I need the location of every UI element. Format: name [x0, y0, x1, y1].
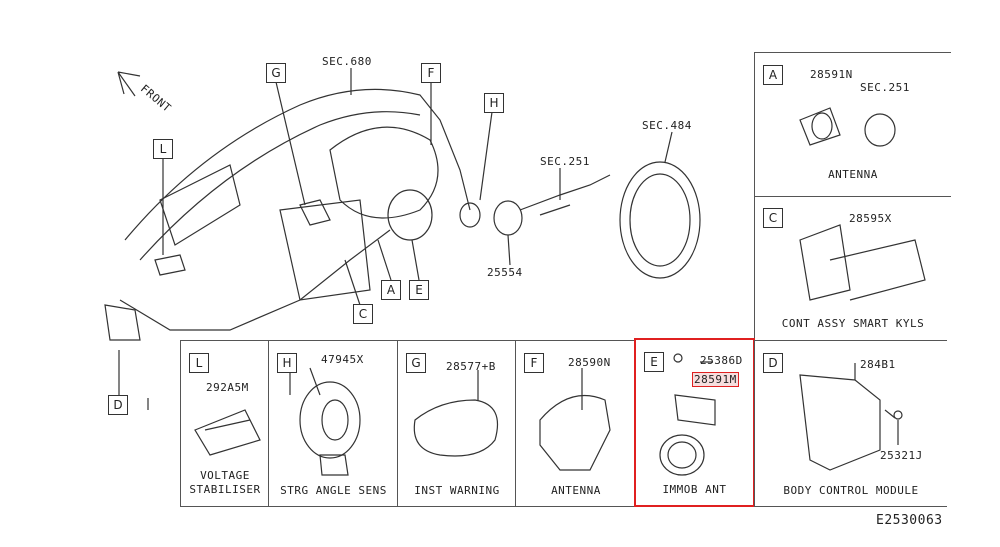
callout-c: C: [353, 304, 373, 324]
panel-letter: G: [406, 353, 426, 373]
figure-code: E2530063: [876, 513, 943, 528]
panel-d: D 284B1 25321J BODY CONTROL MODULE: [754, 340, 947, 507]
panel-letter: L: [189, 353, 209, 373]
part-number: 47945X: [321, 353, 364, 366]
panel-a: A 28591N SEC.251 ANTENNA: [754, 52, 951, 197]
panel-letter: F: [524, 353, 544, 373]
callout-f: F: [421, 63, 441, 83]
panel-l: L 292A5M VOLTAGE STABILISER: [180, 340, 269, 507]
part-number: SEC.251: [860, 81, 910, 94]
panel-h: H 47945X STRG ANGLE SENS: [268, 340, 398, 507]
panel-c: C 28595X CONT ASSY SMART KYLS: [754, 196, 951, 340]
panel-letter: H: [277, 353, 297, 373]
part-number: 25321J: [880, 449, 923, 462]
part-number: 28577+B: [446, 360, 496, 373]
callout-g: G: [266, 63, 286, 83]
callout-a: A: [381, 280, 401, 300]
panel-caption: STRG ANGLE SENS: [280, 484, 387, 497]
panel-letter: C: [763, 208, 783, 228]
panel-letter: A: [763, 65, 783, 85]
sec-label: SEC.680: [322, 55, 372, 68]
panel-caption: INST WARNING: [414, 484, 500, 497]
part-number: 284B1: [860, 358, 896, 371]
part-number: 25386D: [700, 354, 743, 367]
part-number-highlighted: 28591M: [692, 372, 739, 387]
panel-letter: E: [644, 352, 664, 372]
part-number: 25554: [487, 266, 523, 279]
panel-f: F 28590N ANTENNA: [515, 340, 636, 507]
part-number: 28595X: [849, 212, 892, 225]
panel-e: E 25386D 28591M IMMOB ANT: [634, 338, 755, 507]
part-number: 292A5M: [206, 381, 249, 394]
part-number: 28591N: [810, 68, 853, 81]
sec-label: SEC.484: [642, 119, 692, 132]
callout-e: E: [409, 280, 429, 300]
panel-caption: CONT ASSY SMART KYLS: [781, 317, 925, 330]
panel-caption: ANTENNA: [828, 168, 878, 181]
callout-h: H: [484, 93, 504, 113]
panel-caption: ANTENNA: [551, 484, 601, 497]
panel-caption: VOLTAGE STABILISER: [189, 469, 261, 496]
callout-d: D: [108, 395, 128, 415]
panel-caption: BODY CONTROL MODULE: [783, 484, 919, 497]
panel-caption: IMMOB ANT: [662, 483, 727, 496]
panel-letter: D: [763, 353, 783, 373]
callout-l: L: [153, 139, 173, 159]
panel-g: G 28577+B INST WARNING: [397, 340, 516, 507]
part-number: 28590N: [568, 356, 611, 369]
sec-label: SEC.251: [540, 155, 590, 168]
